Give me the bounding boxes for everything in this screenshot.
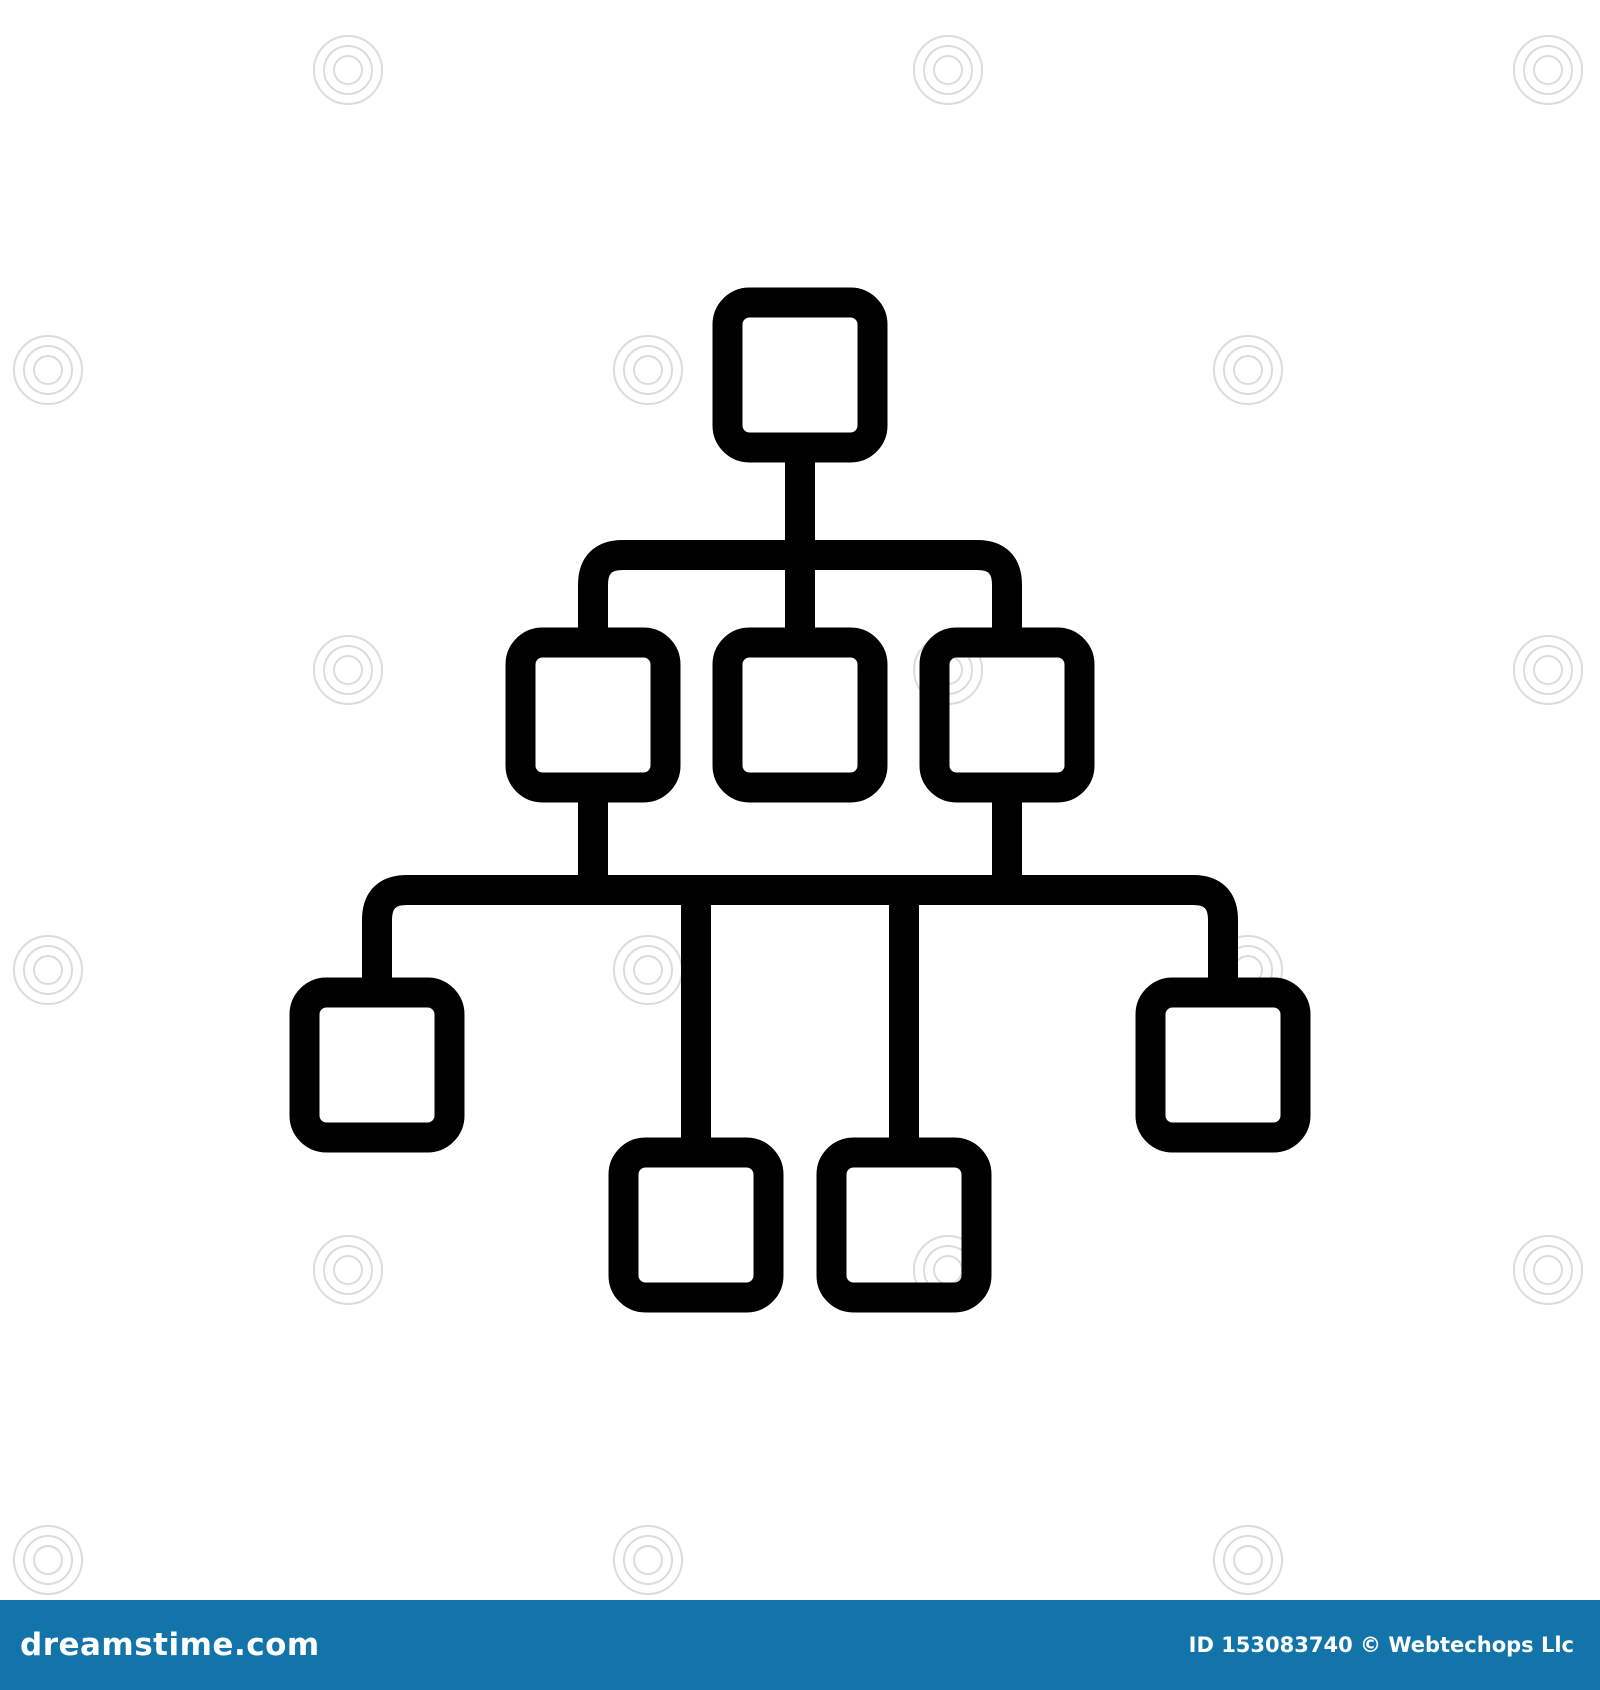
image-id: 153083740 — [1221, 1633, 1353, 1657]
node-boxes — [289, 287, 1311, 1313]
node-level2-right — [919, 627, 1095, 803]
hierarchy-structure-icon — [289, 287, 1311, 1313]
footer-credit: ID 153083740 © Webtechops Llc — [1189, 1633, 1574, 1657]
connector-lines — [362, 460, 1238, 1140]
node-level3-far-left — [289, 977, 465, 1153]
image-canvas — [13, 35, 1583, 1595]
node-level2-center — [712, 627, 888, 803]
connector-lower-bus — [362, 875, 1238, 980]
node-level4-right — [816, 1137, 992, 1313]
author-name: Webtechops Llc — [1388, 1633, 1574, 1657]
node-level2-left — [505, 627, 681, 803]
copyright-symbol: © — [1360, 1633, 1382, 1657]
node-level3-far-right — [1135, 977, 1311, 1153]
footer-logo[interactable]: dreamstime.com — [20, 1627, 320, 1663]
logo-text: dreamstime.com — [20, 1627, 320, 1663]
node-root — [712, 287, 888, 463]
node-level4-left — [608, 1137, 784, 1313]
footer-bar: dreamstime.com ID 153083740 © Webtechops… — [0, 1600, 1600, 1690]
image-id-prefix: ID — [1188, 1633, 1214, 1657]
connector-upper-bus — [578, 540, 1022, 630]
